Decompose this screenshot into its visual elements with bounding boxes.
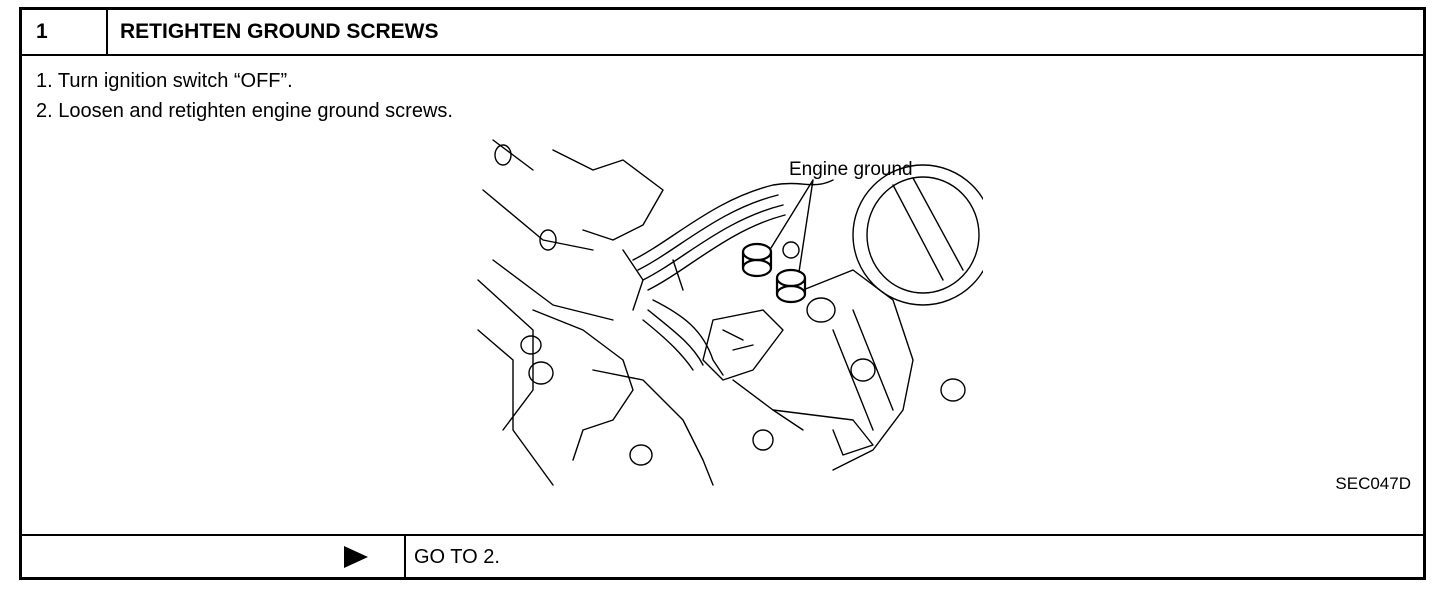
engine-ground-label: Engine ground (789, 159, 913, 180)
figure-code: SEC047D (1335, 474, 1411, 493)
right-triangle-arrow-icon (344, 546, 368, 568)
engine-ground-illustration: Engine ground (477, 139, 983, 486)
instruction-list: 1. Turn ignition switch “OFF”. 2. Loosen… (36, 66, 453, 126)
step-header-row: 1 RETIGHTEN GROUND SCREWS (22, 10, 1423, 56)
instruction-item-2: 2. Loosen and retighten engine ground sc… (36, 100, 453, 122)
procedure-table: 1 RETIGHTEN GROUND SCREWS 1. Turn igniti… (19, 7, 1426, 580)
result-row: GO TO 2. (22, 534, 1423, 579)
step-title: RETIGHTEN GROUND SCREWS (120, 20, 439, 43)
instruction-item-1: 1. Turn ignition switch “OFF”. (36, 70, 293, 92)
goto-step-text: GO TO 2. (414, 546, 500, 568)
result-arrow-cell (22, 536, 406, 579)
step-number: 1 (22, 10, 108, 54)
